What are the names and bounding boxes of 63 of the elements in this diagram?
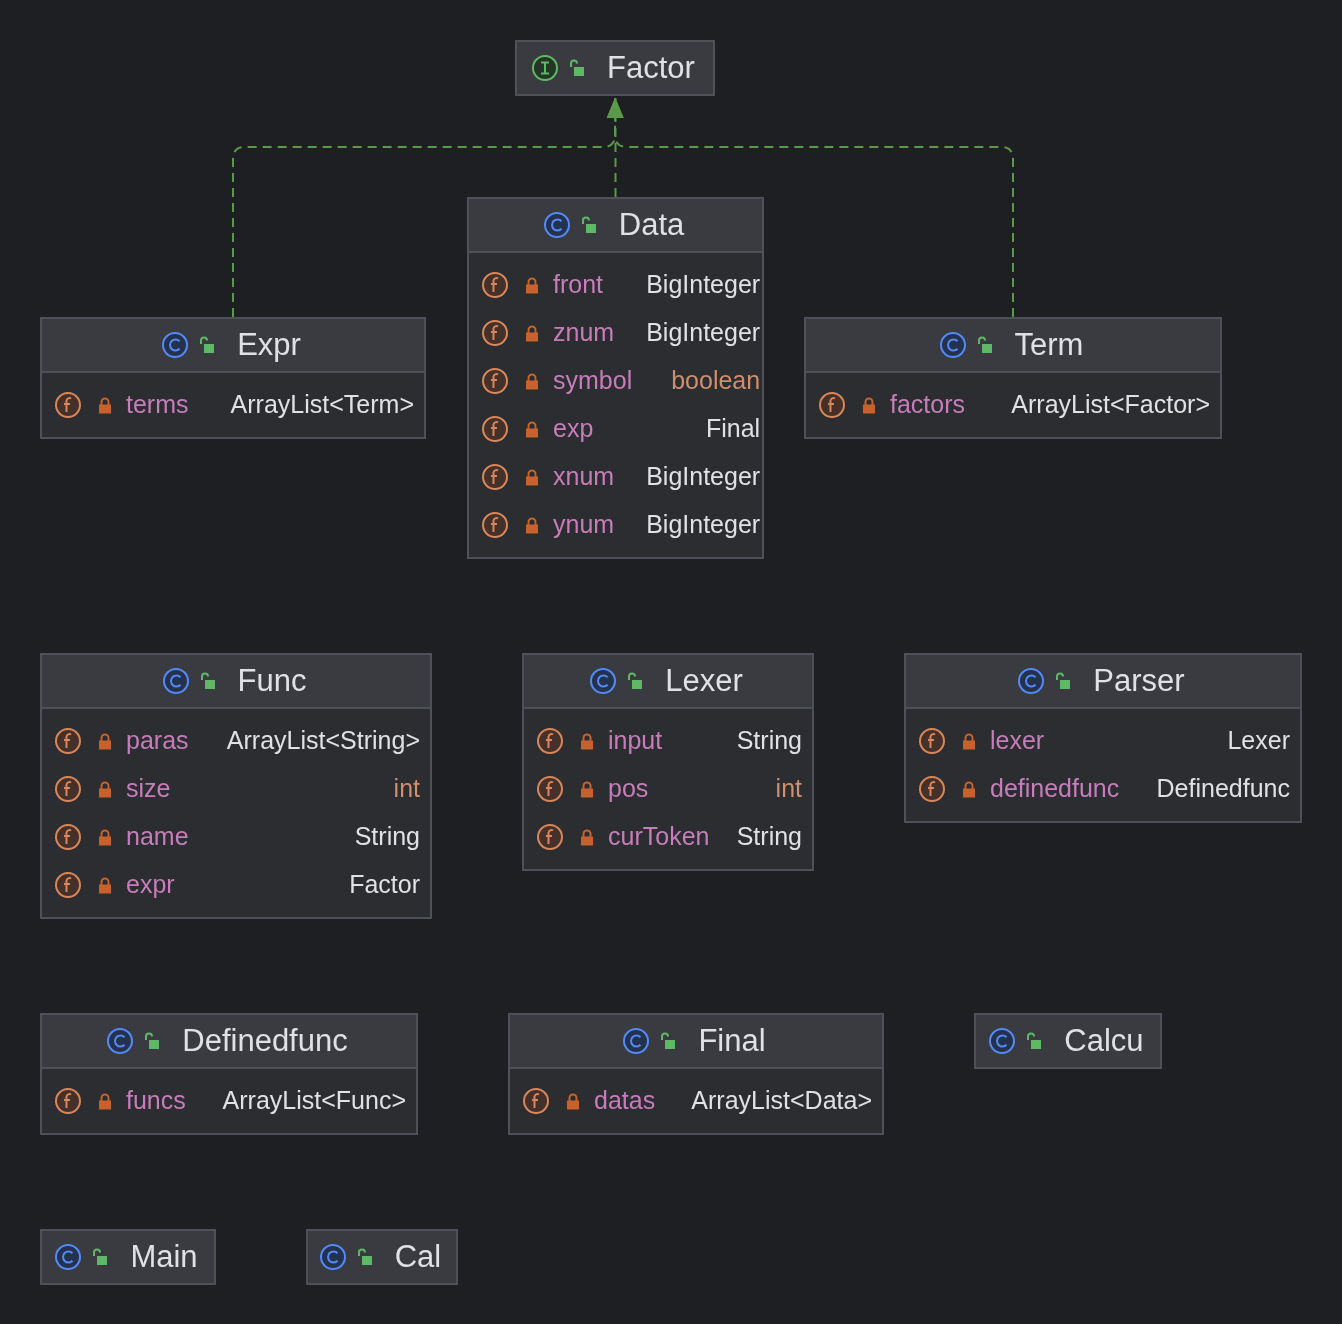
field-type: String (354, 821, 420, 853)
field-type: ArrayList<Data> (691, 1085, 872, 1117)
class-name: Factor (607, 48, 695, 87)
field-type: ArrayList<Func> (222, 1085, 406, 1117)
field-type: BigInteger (646, 461, 761, 493)
class-name: Func (237, 661, 307, 700)
field-type: int (393, 773, 420, 805)
class-box (515, 40, 715, 96)
field-type: ArrayList<String> (226, 725, 420, 757)
class-box (306, 1229, 458, 1285)
field-name: expr (126, 869, 176, 901)
class-box (467, 197, 764, 559)
class-box (974, 1013, 1162, 1069)
class-name: Definedfunc (182, 1021, 348, 1060)
field-type: boolean (671, 365, 761, 397)
class-box (904, 653, 1302, 823)
field-type: BigInteger (646, 509, 761, 541)
class-name: Final (698, 1021, 766, 1060)
field-name: front (553, 269, 605, 301)
class-box (508, 1013, 884, 1135)
class-box (40, 1013, 418, 1135)
class-name: Cal (394, 1237, 442, 1276)
field-name: factors (890, 389, 966, 421)
class-box (804, 317, 1222, 439)
field-type: String (736, 821, 802, 853)
field-name: funcs (126, 1085, 186, 1117)
field-type: Factor (349, 869, 420, 901)
field-type: ArrayList<Term> (230, 389, 414, 421)
field-type: BigInteger (646, 269, 761, 301)
class-box (40, 653, 432, 919)
field-name: xnum (553, 461, 616, 493)
class-name: Data (618, 205, 685, 244)
class-name: Term (1014, 325, 1084, 364)
class-box (40, 1229, 216, 1285)
field-type: Final (705, 413, 761, 445)
field-name: definedfunc (990, 773, 1120, 805)
field-name: exp (553, 413, 595, 445)
field-name: curToken (608, 821, 710, 853)
field-name: name (126, 821, 189, 853)
field-name: terms (126, 389, 189, 421)
class-name: Expr (237, 325, 301, 364)
field-name: lexer (990, 725, 1046, 757)
field-type: String (736, 725, 802, 757)
field-name: size (126, 773, 172, 805)
inheritance-arrow (606, 97, 1014, 318)
field-name: datas (594, 1085, 656, 1117)
field-type: int (775, 773, 802, 805)
field-name: paras (126, 725, 189, 757)
field-type: ArrayList<Factor> (1011, 389, 1210, 421)
field-type: Definedfunc (1156, 773, 1290, 805)
field-type: BigInteger (646, 317, 761, 349)
class-name: Calcu (1064, 1021, 1144, 1060)
class-box (522, 653, 814, 871)
field-name: input (608, 725, 664, 757)
field-type: Lexer (1227, 725, 1290, 757)
class-name: Parser (1093, 661, 1185, 700)
class-name: Lexer (665, 661, 743, 700)
class-name: Main (130, 1237, 198, 1276)
class-box (40, 317, 426, 439)
field-name: znum (553, 317, 616, 349)
field-name: pos (608, 773, 650, 805)
field-name: symbol (553, 365, 633, 397)
field-name: ynum (553, 509, 616, 541)
